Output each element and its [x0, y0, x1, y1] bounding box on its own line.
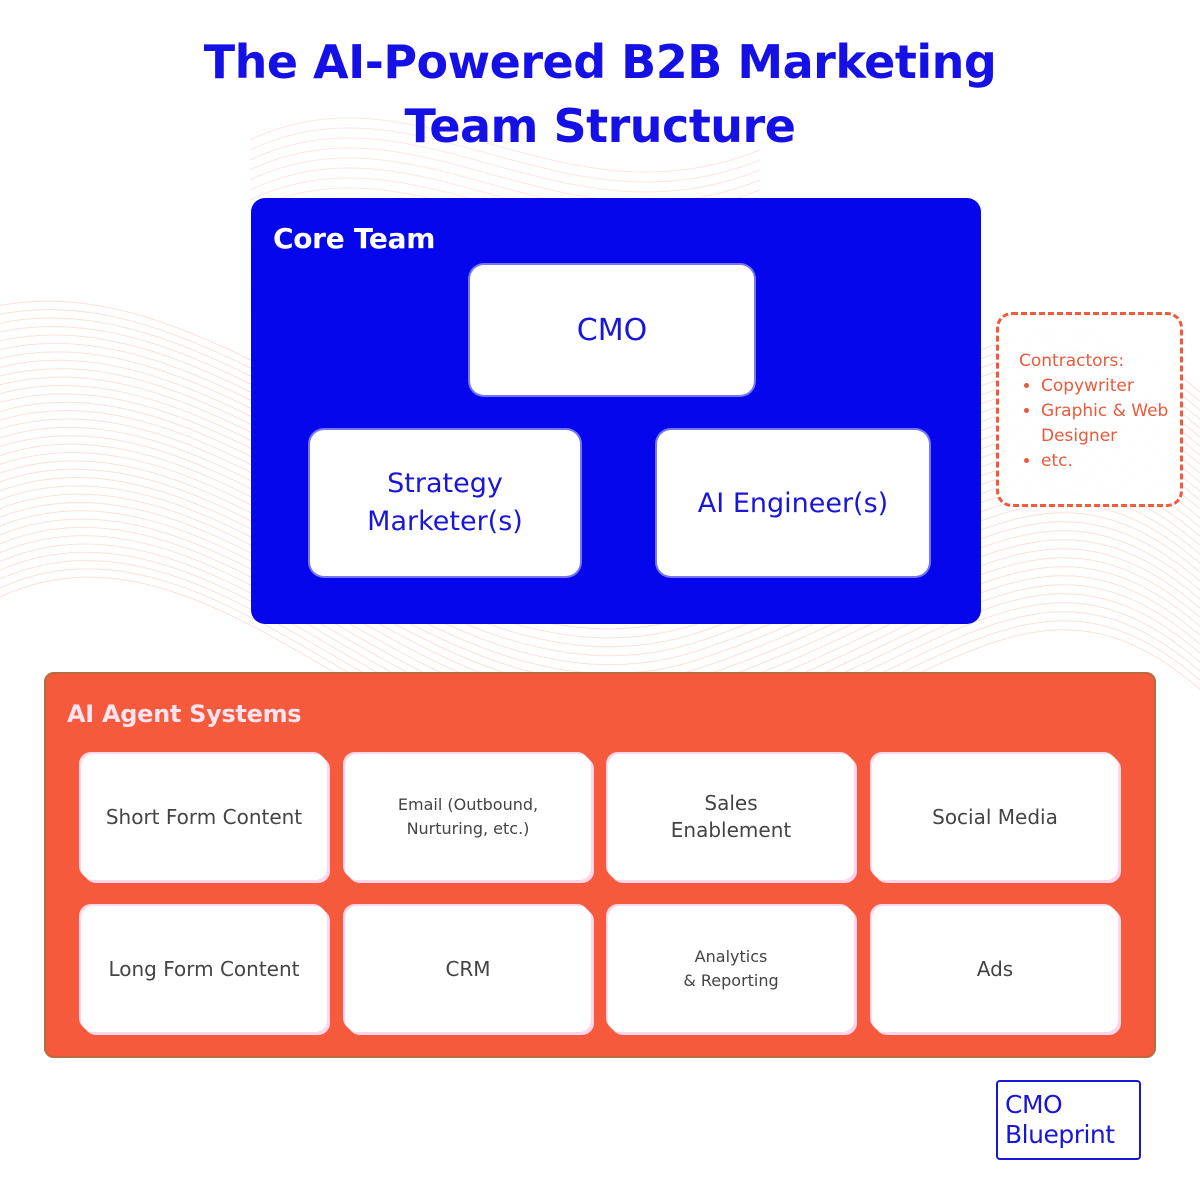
agent-card: Email (Outbound, Nurturing, etc.)	[345, 754, 591, 880]
background-wave-line	[0, 468, 1200, 665]
ai-agent-systems-panel: AI Agent Systems Short Form Content Email…	[44, 672, 1156, 1058]
contractors-box: Contractors: Copywriter Graphic & Web De…	[996, 312, 1183, 507]
core-team-label: Core Team	[273, 222, 436, 255]
contractor-item: etc.	[1041, 449, 1180, 474]
background-wave-line	[249, 117, 761, 173]
agent-card: Analytics & Reporting	[608, 906, 854, 1032]
agent-card-label: Sales	[704, 791, 758, 815]
agent-card-label: Enablement	[670, 818, 792, 842]
agent-card-label: Analytics	[694, 947, 768, 966]
logo-line-1: CMO	[1005, 1090, 1063, 1119]
ai-engineer-card: AI Engineer(s)	[657, 430, 929, 576]
agent-card-label: Email (Outbound,	[397, 795, 539, 814]
agent-card: Ads	[872, 906, 1118, 1032]
agent-card: CRM	[345, 906, 591, 1032]
strategy-label-line-2: Marketer(s)	[367, 506, 523, 537]
logo-line-2: Blueprint	[1005, 1120, 1115, 1149]
background-wave-line	[0, 477, 1200, 674]
contractors-list: Copywriter Graphic & Web Designer etc.	[1019, 374, 1180, 474]
cmo-blueprint-logo: CMO Blueprint	[996, 1080, 1141, 1160]
agent-card: Long Form Content	[81, 906, 327, 1032]
contractors-heading: Contractors:	[1019, 351, 1125, 371]
agent-card-label: Social Media	[932, 804, 1058, 829]
agent-card: Social Media	[872, 754, 1118, 880]
cmo-card: CMO	[470, 265, 754, 395]
contractor-item: Copywriter	[1041, 374, 1180, 399]
background-wave-line	[249, 127, 761, 183]
ai-agent-systems-label: AI Agent Systems	[67, 700, 302, 728]
agent-card-label: CRM	[445, 956, 491, 981]
core-team-panel: Core Team CMO Strategy Marketer(s) AI En…	[251, 198, 981, 624]
cmo-label: CMO	[576, 312, 648, 348]
agent-card-label: & Reporting	[683, 971, 779, 990]
agent-card-label: Short Form Content	[105, 804, 303, 829]
page-title: The AI-Powered B2B Marketing Team Struct…	[0, 30, 1200, 158]
agent-card: Short Form Content	[81, 754, 327, 880]
strategy-marketer-card: Strategy Marketer(s)	[310, 430, 580, 576]
agent-card-label: Nurturing, etc.)	[406, 819, 530, 838]
contractor-item: Graphic & Web Designer	[1041, 399, 1180, 449]
title-line-2: Team Structure	[404, 99, 796, 153]
title-line-1: The AI-Powered B2B Marketing	[203, 35, 997, 89]
agent-card-label: Ads	[976, 956, 1014, 981]
agent-card-label: Long Form Content	[108, 956, 300, 981]
strategy-label-line-1: Strategy	[387, 468, 503, 499]
background-wave-line	[249, 137, 761, 193]
ai-engineer-label: AI Engineer(s)	[697, 487, 889, 519]
